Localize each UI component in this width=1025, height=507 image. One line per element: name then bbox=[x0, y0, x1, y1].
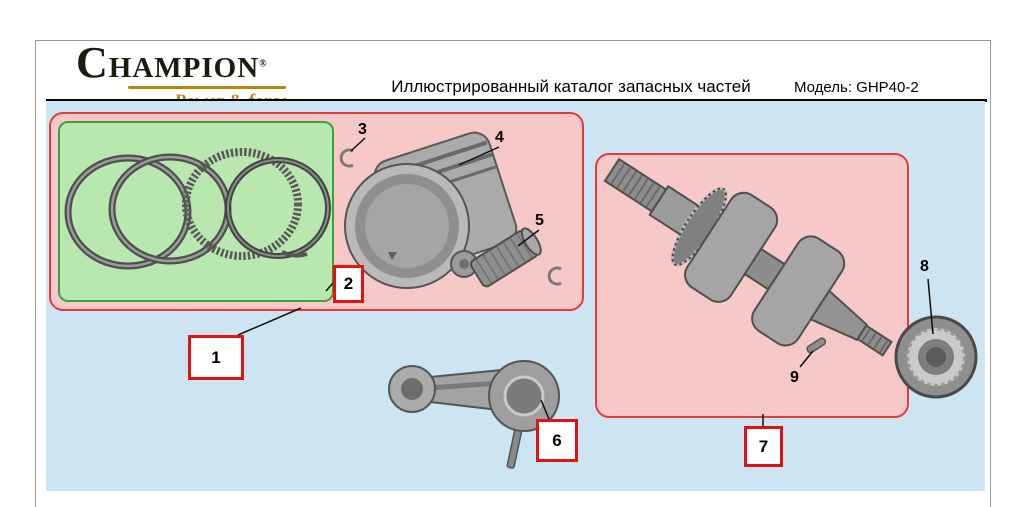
callout-number-5: 5 bbox=[535, 212, 544, 229]
callout-number-4: 4 bbox=[495, 129, 504, 146]
logo-swoosh bbox=[128, 86, 286, 89]
callout-box-7: 7 bbox=[744, 426, 783, 467]
callout-box-2: 2 bbox=[333, 265, 364, 303]
crankshaft-group-box bbox=[595, 153, 909, 418]
brand-text: Champion bbox=[76, 38, 260, 87]
callout-number-3: 3 bbox=[358, 121, 367, 138]
callout-number-8: 8 bbox=[920, 258, 929, 275]
header-divider bbox=[46, 99, 987, 102]
model-label: Модель: GHP40-2 bbox=[794, 79, 919, 96]
callout-number-9: 9 bbox=[790, 369, 799, 386]
catalog-title: Иллюстрированный каталог запасных частей bbox=[391, 77, 751, 96]
brand-name: Champion® bbox=[76, 45, 301, 86]
callout-box-1: 1 bbox=[188, 335, 244, 380]
piston-rings-subgroup-box bbox=[58, 121, 334, 302]
callout-box-6: 6 bbox=[536, 419, 578, 462]
registered-mark-icon: ® bbox=[259, 58, 268, 70]
